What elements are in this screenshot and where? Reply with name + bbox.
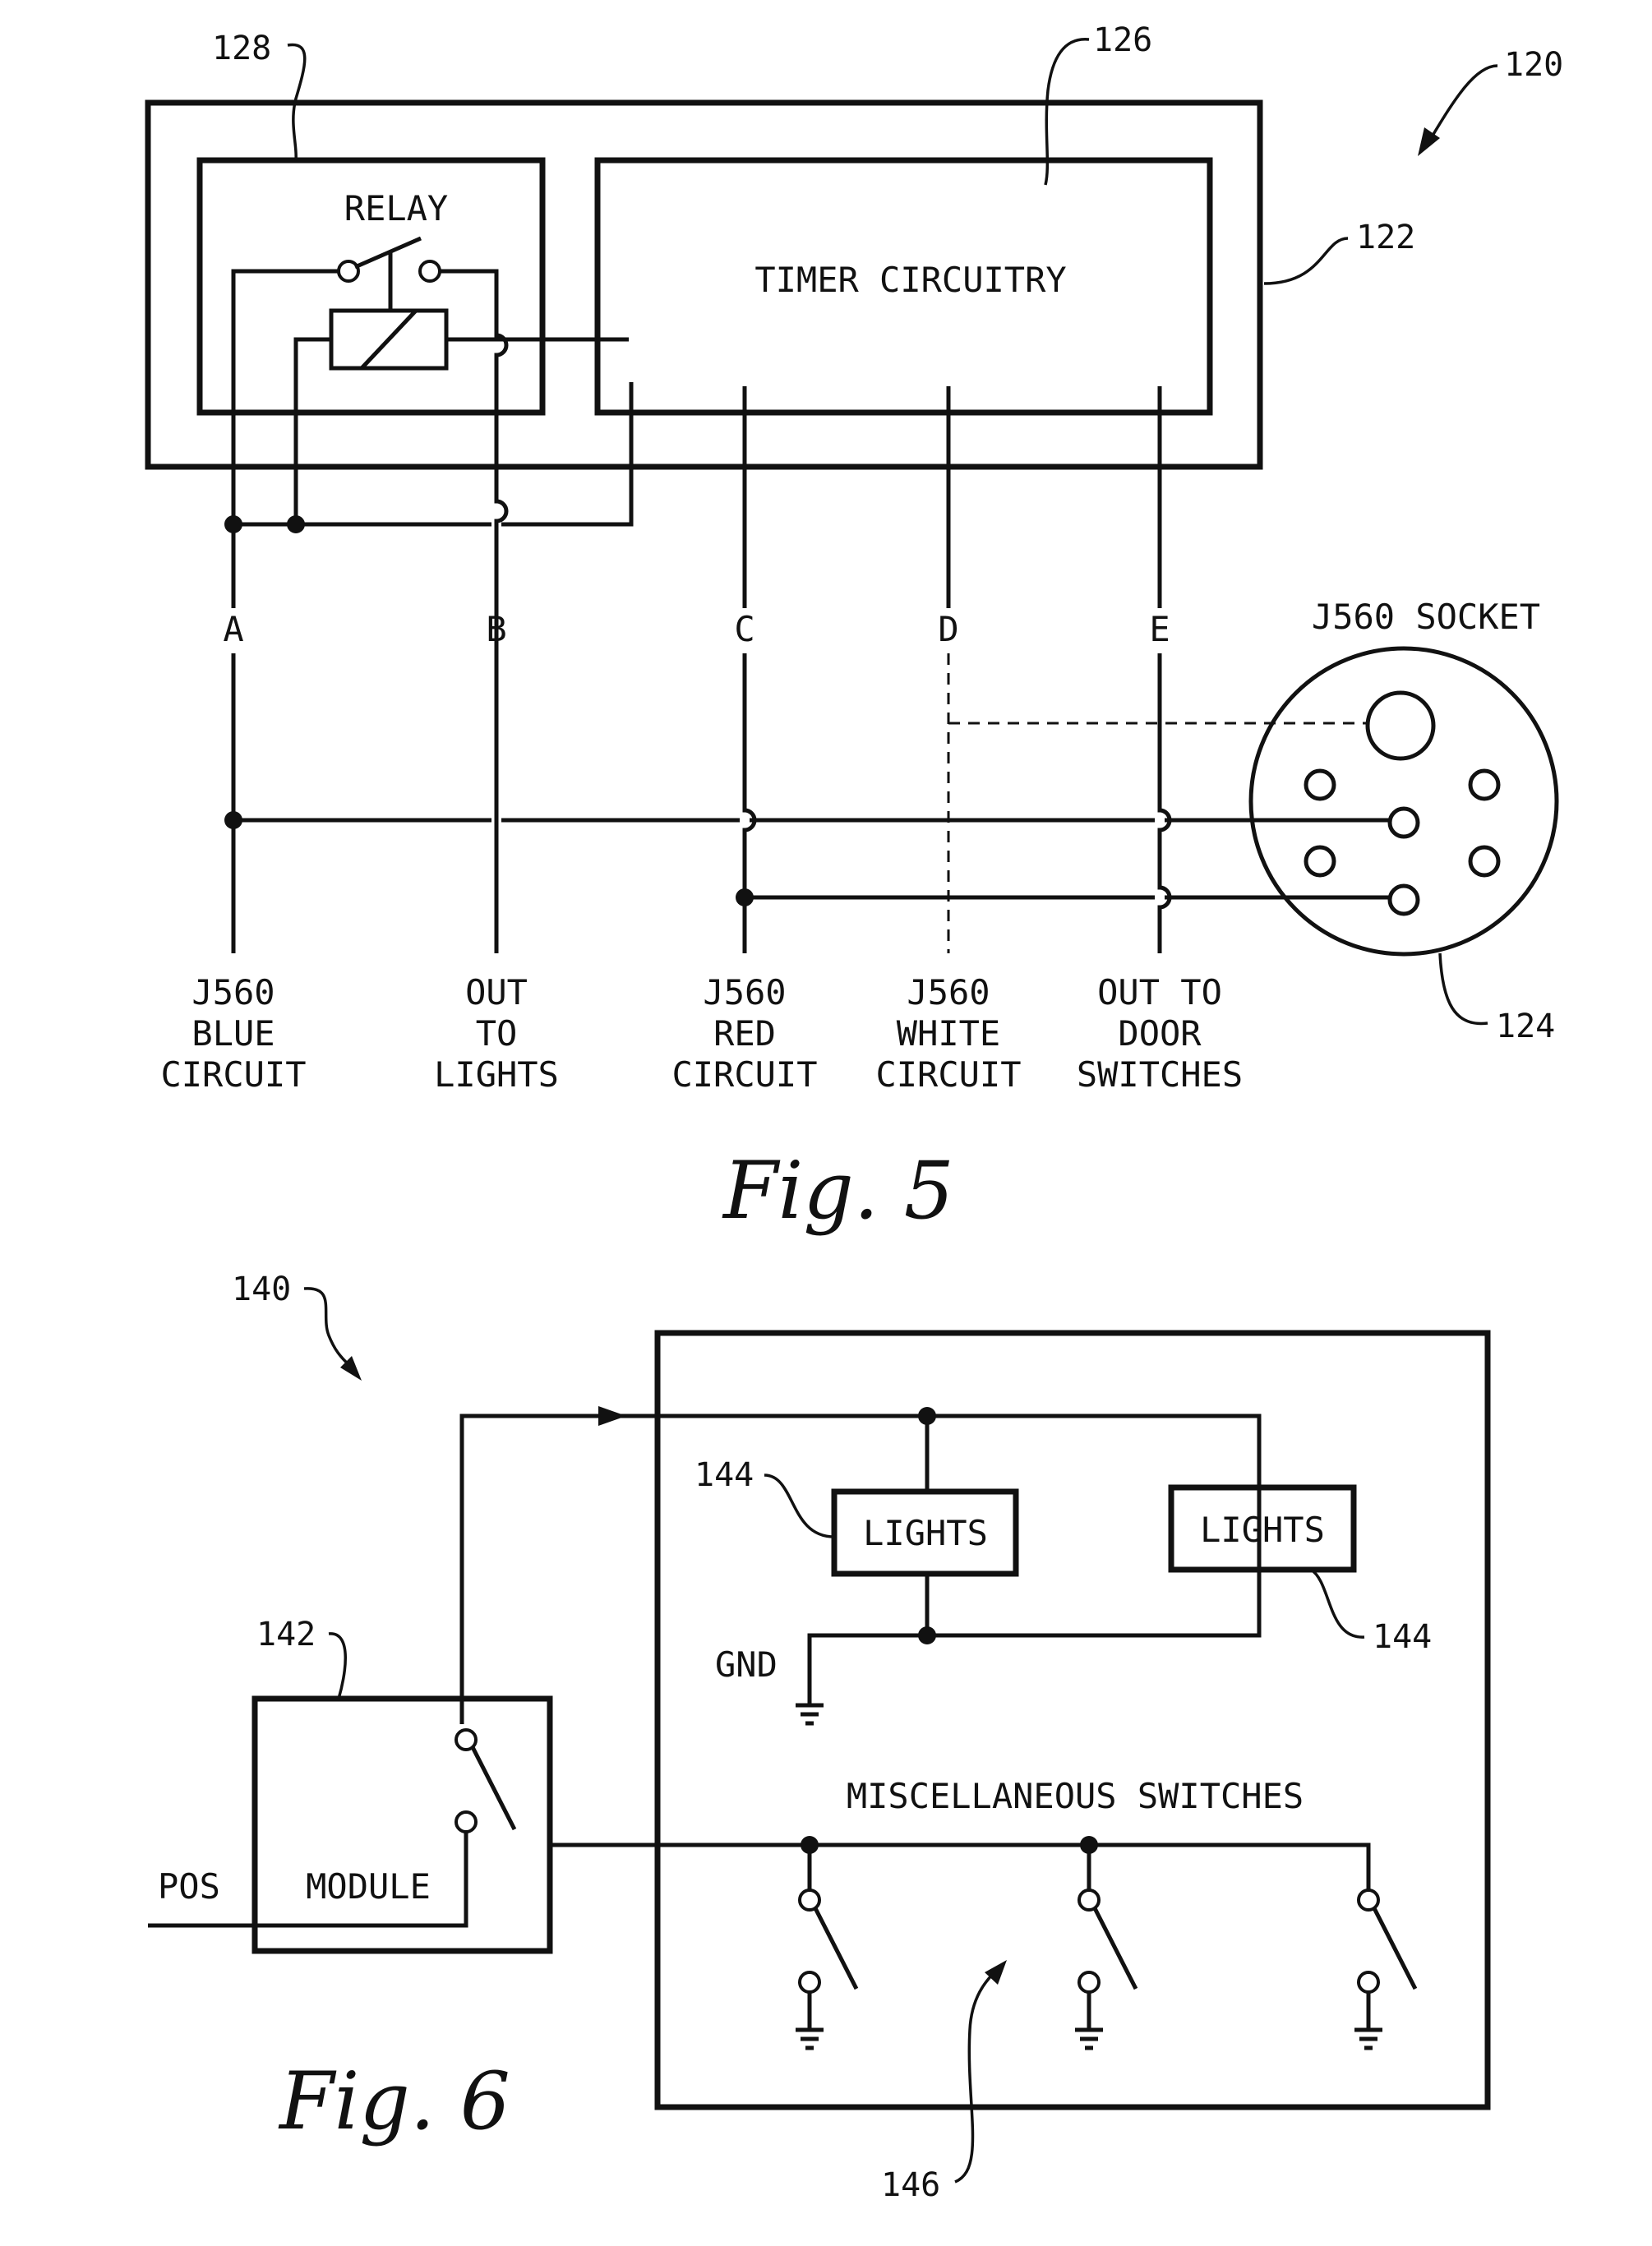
- relay-coil: [331, 311, 446, 368]
- output-label-red: J560 RED CIRCUIT: [671, 972, 817, 1095]
- lights-right-label: LIGHTS: [1200, 1510, 1325, 1550]
- arrow-120: [1418, 127, 1440, 156]
- relay-switch: [339, 238, 440, 311]
- module-switch-arm: [473, 1747, 515, 1829]
- relay-coil-slash: [362, 311, 416, 368]
- wire-switch-bus: [550, 1845, 1368, 1890]
- output-label-lights: OUT TO LIGHTS: [434, 972, 559, 1095]
- module-contact-top: [456, 1730, 476, 1750]
- figure-6-title: Fig. 6: [278, 2055, 510, 2147]
- ref-144-left: 144: [694, 1456, 754, 1494]
- pos-label: POS: [158, 1866, 220, 1907]
- ref-120: 120: [1504, 46, 1563, 84]
- socket-pin: [1470, 771, 1498, 799]
- output-line: CIRCUIT: [875, 1054, 1021, 1095]
- figure-6: GND LIGHTS LIGHTS POS MODULE MISCELLANEO…: [148, 1271, 1488, 2204]
- leader-124: [1440, 953, 1488, 1024]
- gnd-symbol: [796, 1705, 824, 1723]
- output-label-door-switches: OUT TO DOOR SWITCHES: [1077, 972, 1243, 1095]
- misc-switch-2: [1075, 1845, 1136, 2048]
- output-line: J560: [192, 972, 275, 1012]
- socket-center-pin: [1368, 693, 1433, 759]
- junction-lights-top: [918, 1407, 936, 1425]
- output-line: OUT TO: [1097, 972, 1222, 1012]
- relay-contact-left: [339, 261, 358, 281]
- timer-circuitry-label: TIMER CIRCUITRY: [754, 260, 1066, 300]
- relay-switch-arm: [355, 238, 421, 267]
- socket-pin: [1306, 847, 1334, 875]
- socket-pin: [1390, 886, 1418, 914]
- misc-switch-3: [1354, 1890, 1415, 2048]
- wire-e-lower: [1160, 653, 1170, 953]
- terminal-b: B: [486, 609, 506, 649]
- output-label-white: J560 WHITE CIRCUIT: [875, 972, 1021, 1095]
- output-line: CIRCUIT: [160, 1054, 306, 1095]
- wire-c-lower: [745, 653, 754, 953]
- output-line: RED: [713, 1013, 776, 1054]
- terminal-c: C: [734, 609, 754, 649]
- ref-122: 122: [1356, 219, 1415, 256]
- wire-bus-a: [233, 382, 631, 524]
- ref-128: 128: [212, 30, 271, 67]
- socket-label: J560 SOCKET: [1312, 597, 1540, 637]
- misc-switch-1: [796, 1845, 856, 2048]
- terminal-a: A: [223, 609, 243, 649]
- output-line: CIRCUIT: [671, 1054, 817, 1095]
- leader-142: [329, 1634, 345, 1699]
- leader-146: [955, 1972, 994, 2182]
- leader-122: [1264, 238, 1348, 284]
- arrow-power: [598, 1406, 626, 1426]
- ref-146: 146: [881, 2166, 940, 2204]
- output-label-blue: J560 BLUE CIRCUIT: [160, 972, 306, 1095]
- junction-coil: [287, 515, 305, 533]
- lights-left-label: LIGHTS: [863, 1513, 988, 1553]
- socket-pin: [1306, 771, 1334, 799]
- output-line: DOOR: [1118, 1013, 1202, 1054]
- module-box: [255, 1699, 550, 1951]
- wire-coil-left: [296, 339, 331, 524]
- gnd-label: GND: [715, 1644, 778, 1685]
- junction-c-socket: [736, 888, 754, 906]
- output-line: SWITCHES: [1077, 1054, 1243, 1095]
- output-line: OUT: [465, 972, 528, 1012]
- module-switch: [456, 1730, 515, 1832]
- relay-label: RELAY: [344, 188, 448, 228]
- ref-142: 142: [256, 1616, 316, 1653]
- wire-relay-common: [233, 271, 339, 524]
- leader-140: [304, 1289, 352, 1368]
- output-line: BLUE: [192, 1013, 275, 1054]
- terminal-d: D: [938, 609, 958, 649]
- relay-contact-right: [420, 261, 440, 281]
- output-line: J560: [703, 972, 786, 1012]
- output-line: TO: [476, 1013, 518, 1054]
- module-contact-bottom: [456, 1812, 476, 1832]
- wire-lights-bus: [462, 1416, 1259, 1724]
- ref-124: 124: [1496, 1008, 1555, 1045]
- socket-pin: [1470, 847, 1498, 875]
- figure-5-title: Fig. 5: [722, 1145, 954, 1237]
- socket-pin: [1390, 809, 1418, 837]
- terminal-e: E: [1149, 609, 1170, 649]
- ref-144-right: 144: [1373, 1618, 1432, 1656]
- output-line: J560: [907, 972, 990, 1012]
- leader-120: [1430, 66, 1497, 140]
- junction-a-socket: [224, 811, 242, 829]
- module-label: MODULE: [306, 1866, 431, 1907]
- ref-140: 140: [232, 1271, 291, 1308]
- wire-gnd: [810, 1635, 927, 1705]
- misc-switches-label: MISCELLANEOUS SWITCHES: [847, 1776, 1304, 1816]
- ref-126: 126: [1093, 21, 1152, 59]
- output-line: LIGHTS: [434, 1054, 559, 1095]
- leader-144-left: [764, 1475, 834, 1537]
- leader-144-right: [1311, 1570, 1364, 1637]
- j560-socket: [1251, 648, 1557, 954]
- figure-5: RELAY TIMER CIRCUITRY: [148, 21, 1563, 1237]
- output-line: WHITE: [897, 1013, 1000, 1054]
